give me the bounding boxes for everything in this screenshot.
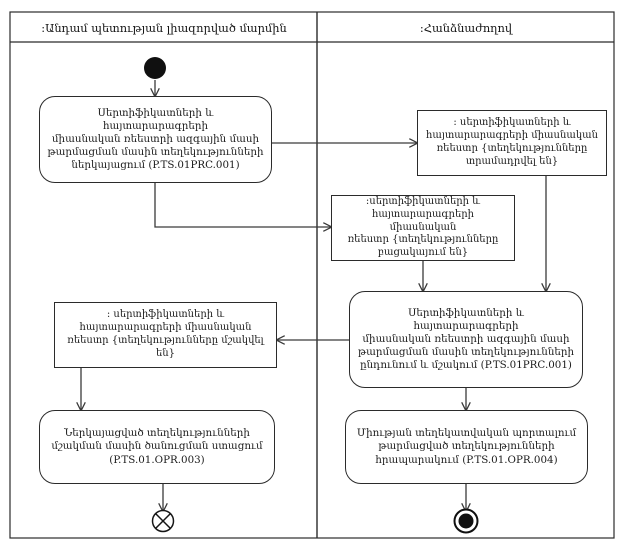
object-registry-info-provided[interactable]: : սերտիֆիկատների և հայտարարագրերի միասնա… xyxy=(417,110,607,176)
object-processed-label: : սերտիֆիկատների և հայտարարագրերի միասնա… xyxy=(67,309,264,359)
swimlane-title-right: :Հանձնաժողով xyxy=(419,20,513,35)
action-submit-label: Սերտիֆիկատների և հայտարարագրերի միասնակա… xyxy=(47,106,264,172)
action-receive-process-label: Սերտիֆիկատների և հայտարարագրերի միասնակա… xyxy=(357,306,575,372)
swimlane-title-left: :Անդամ պետության լիազորված մարմին xyxy=(41,20,287,35)
flow-final-node xyxy=(151,509,175,533)
swimlane-frame xyxy=(9,11,615,539)
action-submit-registry-update-info[interactable]: Սերտիֆիկատների և հայտարարագրերի միասնակա… xyxy=(39,96,272,183)
object-provided-label: : սերտիֆիկատների և հայտարարագրերի միասնա… xyxy=(426,117,598,167)
activity-final-node xyxy=(453,508,479,534)
action-publish-updated-info-on-portal[interactable]: Միության տեղեկատվական պորտալում թարմացվա… xyxy=(345,410,588,484)
object-registry-info-absent[interactable]: :սերտիֆիկատների և հայտարարագրերի միասնակ… xyxy=(331,195,515,261)
action-receive-and-process-update-info[interactable]: Սերտիֆիկատների և հայտարարագրերի միասնակա… xyxy=(349,291,583,388)
initial-node xyxy=(144,57,166,79)
object-registry-info-processed[interactable]: : սերտիֆիկատների և հայտարարագրերի միասնա… xyxy=(54,302,277,368)
object-absent-label: :սերտիֆիկատների և հայտարարագրերի միասնակ… xyxy=(347,196,499,259)
action-publish-label: Միության տեղեկատվական պորտալում թարմացվա… xyxy=(356,427,577,466)
flow-submit-to-object-absent xyxy=(154,183,331,227)
action-receive-processing-notification[interactable]: Ներկայացված տեղեկությունների մշակման մաս… xyxy=(39,410,275,484)
action-receive-notice-label: Ներկայացված տեղեկությունների մշակման մաս… xyxy=(51,427,263,466)
